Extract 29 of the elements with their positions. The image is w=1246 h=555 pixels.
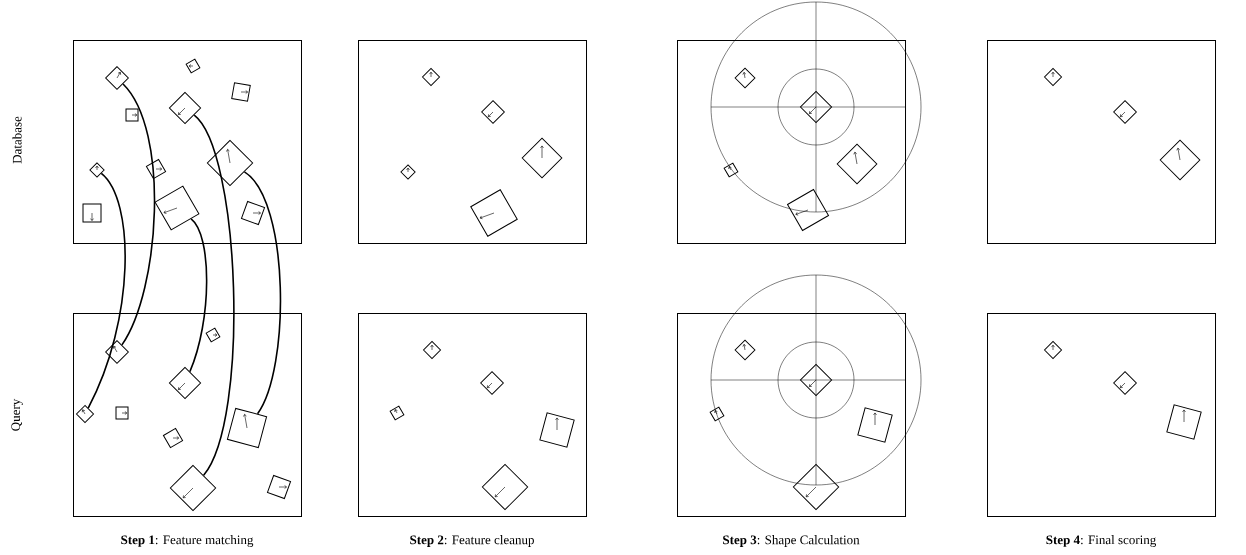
- match-curve: [189, 218, 208, 373]
- keypoint-diamond: [105, 66, 129, 90]
- image-frame: [73, 313, 302, 517]
- keypoint-diamond: [168, 91, 202, 125]
- keypoint-diamond: [105, 340, 129, 364]
- keypoint-diamond: [169, 464, 217, 512]
- image-frame: [677, 40, 906, 244]
- axis-label: Query: [11, 398, 23, 431]
- step-caption: Step 2: Feature cleanup: [410, 535, 534, 547]
- keypoint-diamond: [168, 366, 202, 400]
- keypoint-diamond: [76, 405, 94, 423]
- image-frame: [987, 40, 1216, 244]
- keypoint-diamond: [206, 139, 254, 187]
- match-curve: [87, 172, 126, 409]
- step-caption: Step 4: Final scoring: [1046, 535, 1156, 547]
- image-frame: [987, 313, 1216, 517]
- match-curve: [243, 171, 282, 415]
- keypoint-square: [154, 185, 200, 231]
- image-frame: [73, 40, 302, 244]
- step-caption: Step 3: Shape Calculation: [723, 535, 860, 547]
- match-curve: [121, 83, 156, 346]
- keypoint-diamond: [89, 162, 105, 178]
- image-frame: [677, 313, 906, 517]
- axis-label: Database: [12, 116, 22, 164]
- match-curve: [193, 114, 235, 477]
- step-caption: Step 1: Feature matching: [121, 535, 254, 547]
- keypoint-square: [226, 407, 268, 449]
- image-frame: [358, 313, 587, 517]
- image-frame: [358, 40, 587, 244]
